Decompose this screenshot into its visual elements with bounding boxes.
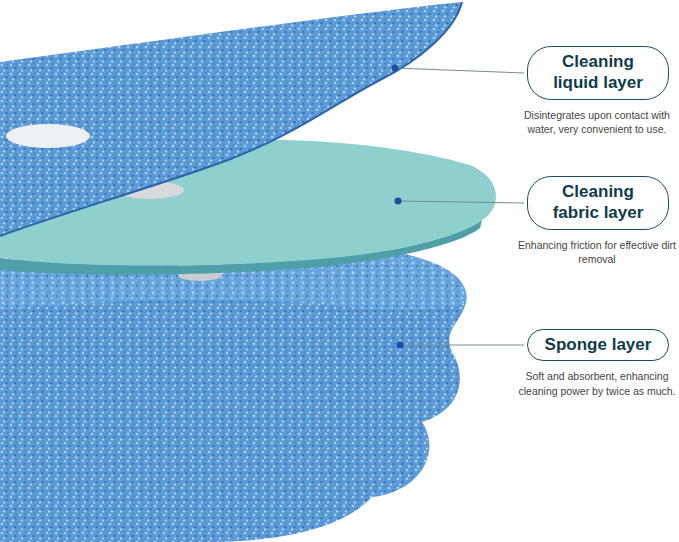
callout-title: Cleaning liquid layer [540,52,656,93]
callout-pill: Cleaning liquid layerDisintegrates upon … [527,46,669,99]
sheet-hole [6,124,90,148]
leader-dot [397,342,404,349]
callout-pill: Cleaning fabric layerEnhancing friction … [527,176,669,229]
callout-description: Disintegrates upon contact with water, v… [518,108,676,136]
callout-title: Sponge layer [540,335,656,356]
callout-description: Soft and absorbent, enhancing cleaning p… [518,369,676,397]
callout-title: Cleaning fabric layer [540,182,656,223]
leader-dot [392,65,399,72]
liquid-sheet-edge [0,2,462,236]
leader-line [398,201,524,203]
sponge-block [0,243,466,542]
callout-pill: Sponge layerSoft and absorbent, enhancin… [527,329,669,362]
leader-dot [395,198,402,205]
callout-description: Enhancing friction for effective dirt re… [518,238,676,266]
leader-line [400,345,524,346]
liquid-sheet [0,2,462,236]
leader-line [395,68,524,73]
